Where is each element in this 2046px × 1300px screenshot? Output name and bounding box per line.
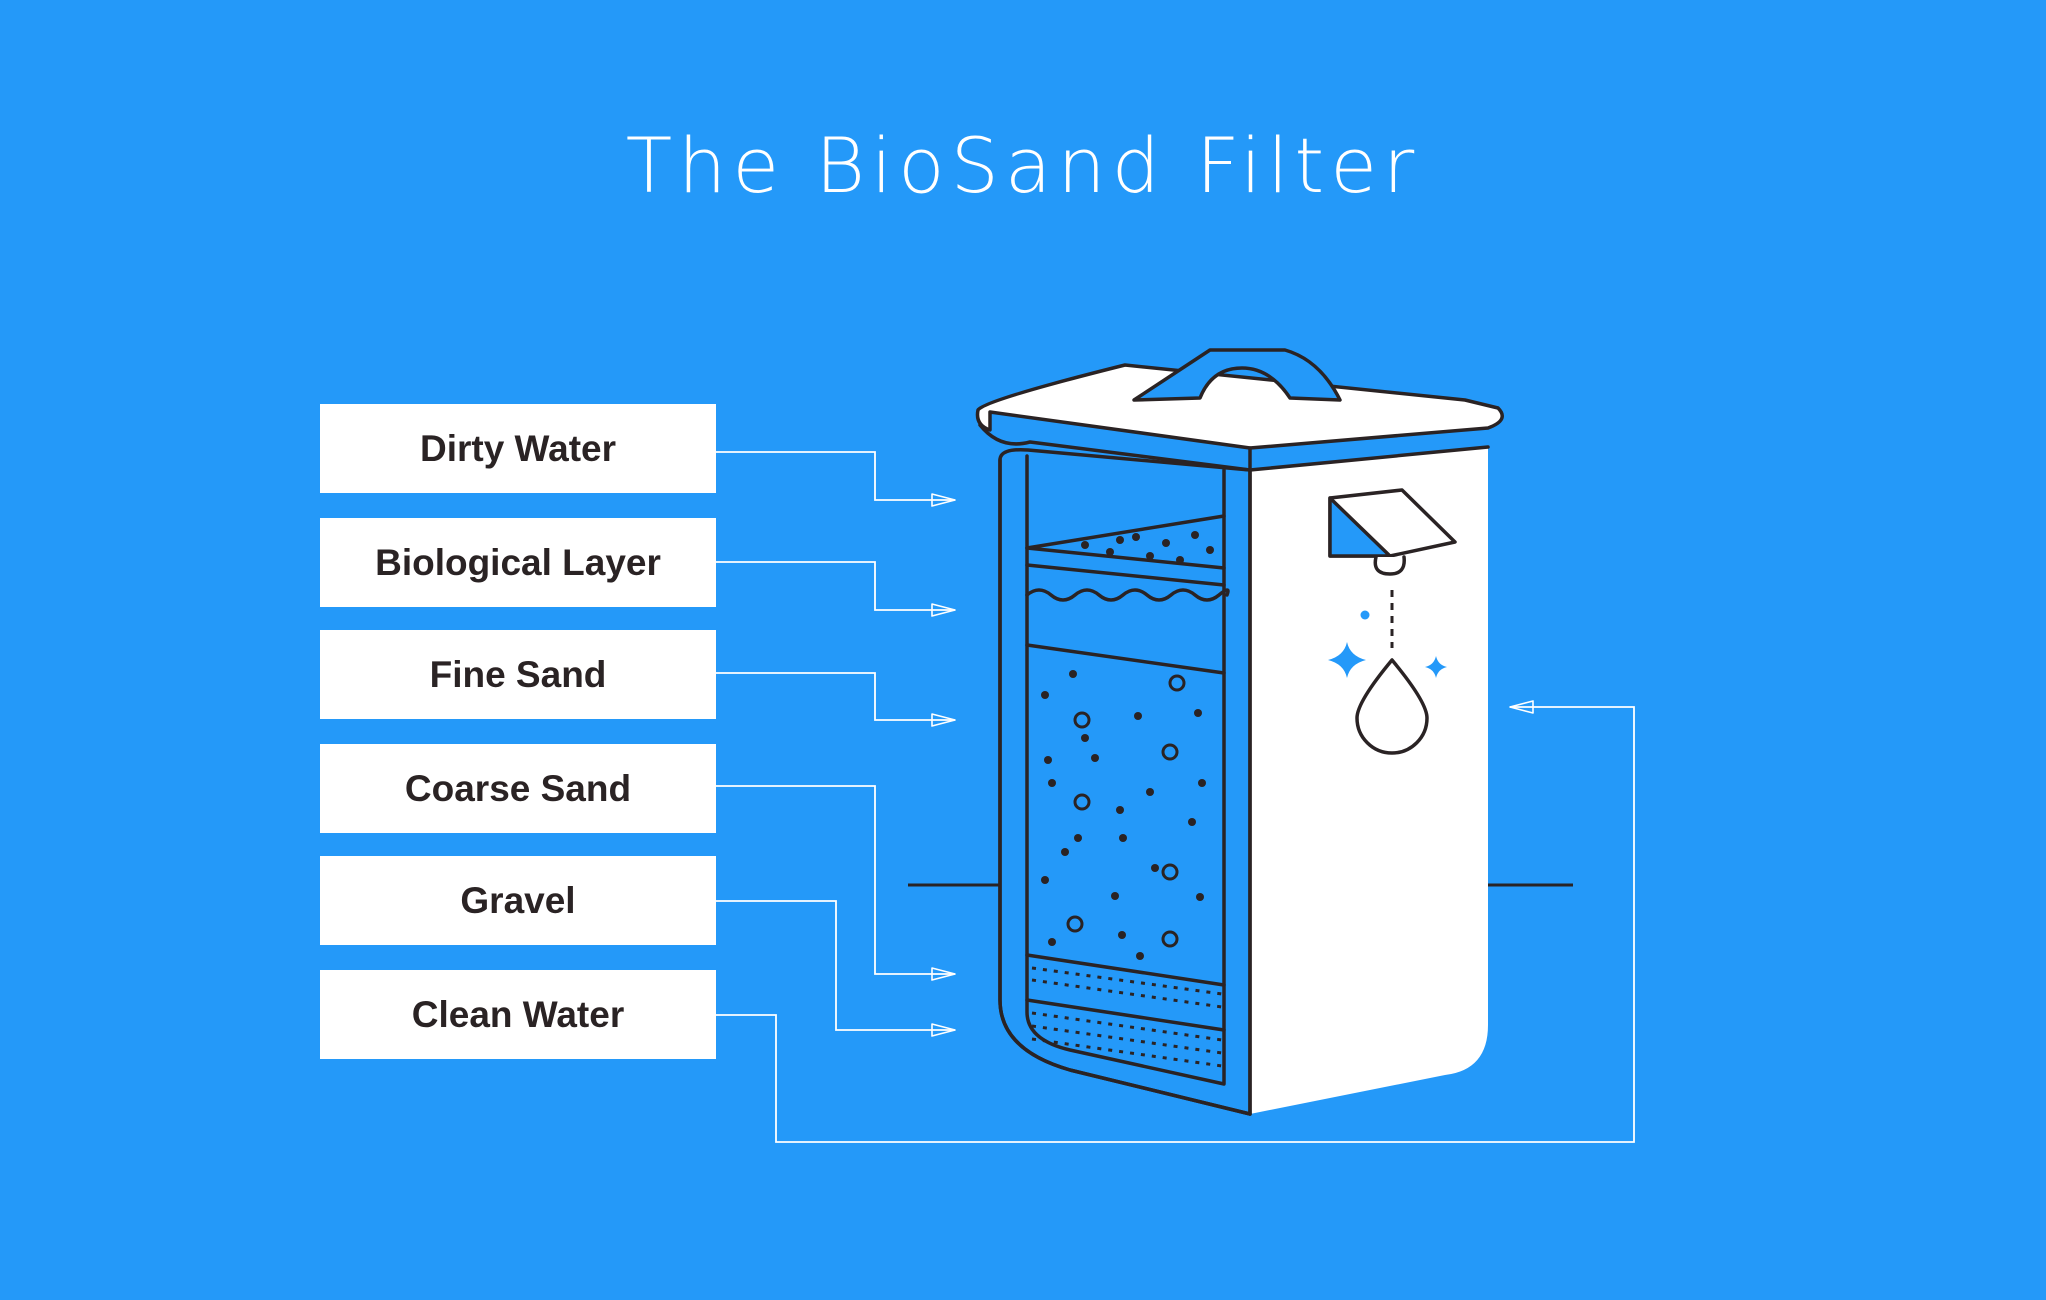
connector-gravel <box>716 900 956 1037</box>
filter-lid <box>975 363 1504 450</box>
sparkle-icon-small <box>1425 656 1447 678</box>
filter-side-panel <box>1250 447 1488 1114</box>
sparkle-icon-large <box>1328 642 1366 678</box>
filter-outer-wall <box>998 458 1252 1116</box>
fine-sand-particles <box>1041 670 1206 960</box>
connector-biological-layer <box>716 561 956 617</box>
connector-fine-sand <box>716 672 956 727</box>
label-gravel: Gravel <box>320 856 716 945</box>
connector-lines <box>716 451 1635 1143</box>
connector-coarse-sand <box>716 785 956 981</box>
lid-handle <box>1132 348 1342 402</box>
filter-inner-wall <box>1025 454 1226 1086</box>
diagram-title: The BioSand Filter <box>625 121 1421 210</box>
filter-body <box>975 348 1504 1116</box>
clean-water-drop <box>1328 590 1447 755</box>
label-biological-layer: Biological Layer <box>320 518 716 607</box>
water-surface-line <box>1025 514 1226 550</box>
biological-layer-wave <box>1025 588 1230 602</box>
biological-dots <box>1081 531 1214 564</box>
connector-clean-water <box>716 700 1635 1143</box>
label-fine-sand: Fine Sand <box>320 630 716 719</box>
connector-dirty-water <box>716 451 956 507</box>
label-clean-water: Clean Water <box>320 970 716 1059</box>
label-dirty-water: Dirty Water <box>320 404 716 493</box>
water-drop-icon <box>1355 658 1429 755</box>
label-coarse-sand: Coarse Sand <box>320 744 716 833</box>
